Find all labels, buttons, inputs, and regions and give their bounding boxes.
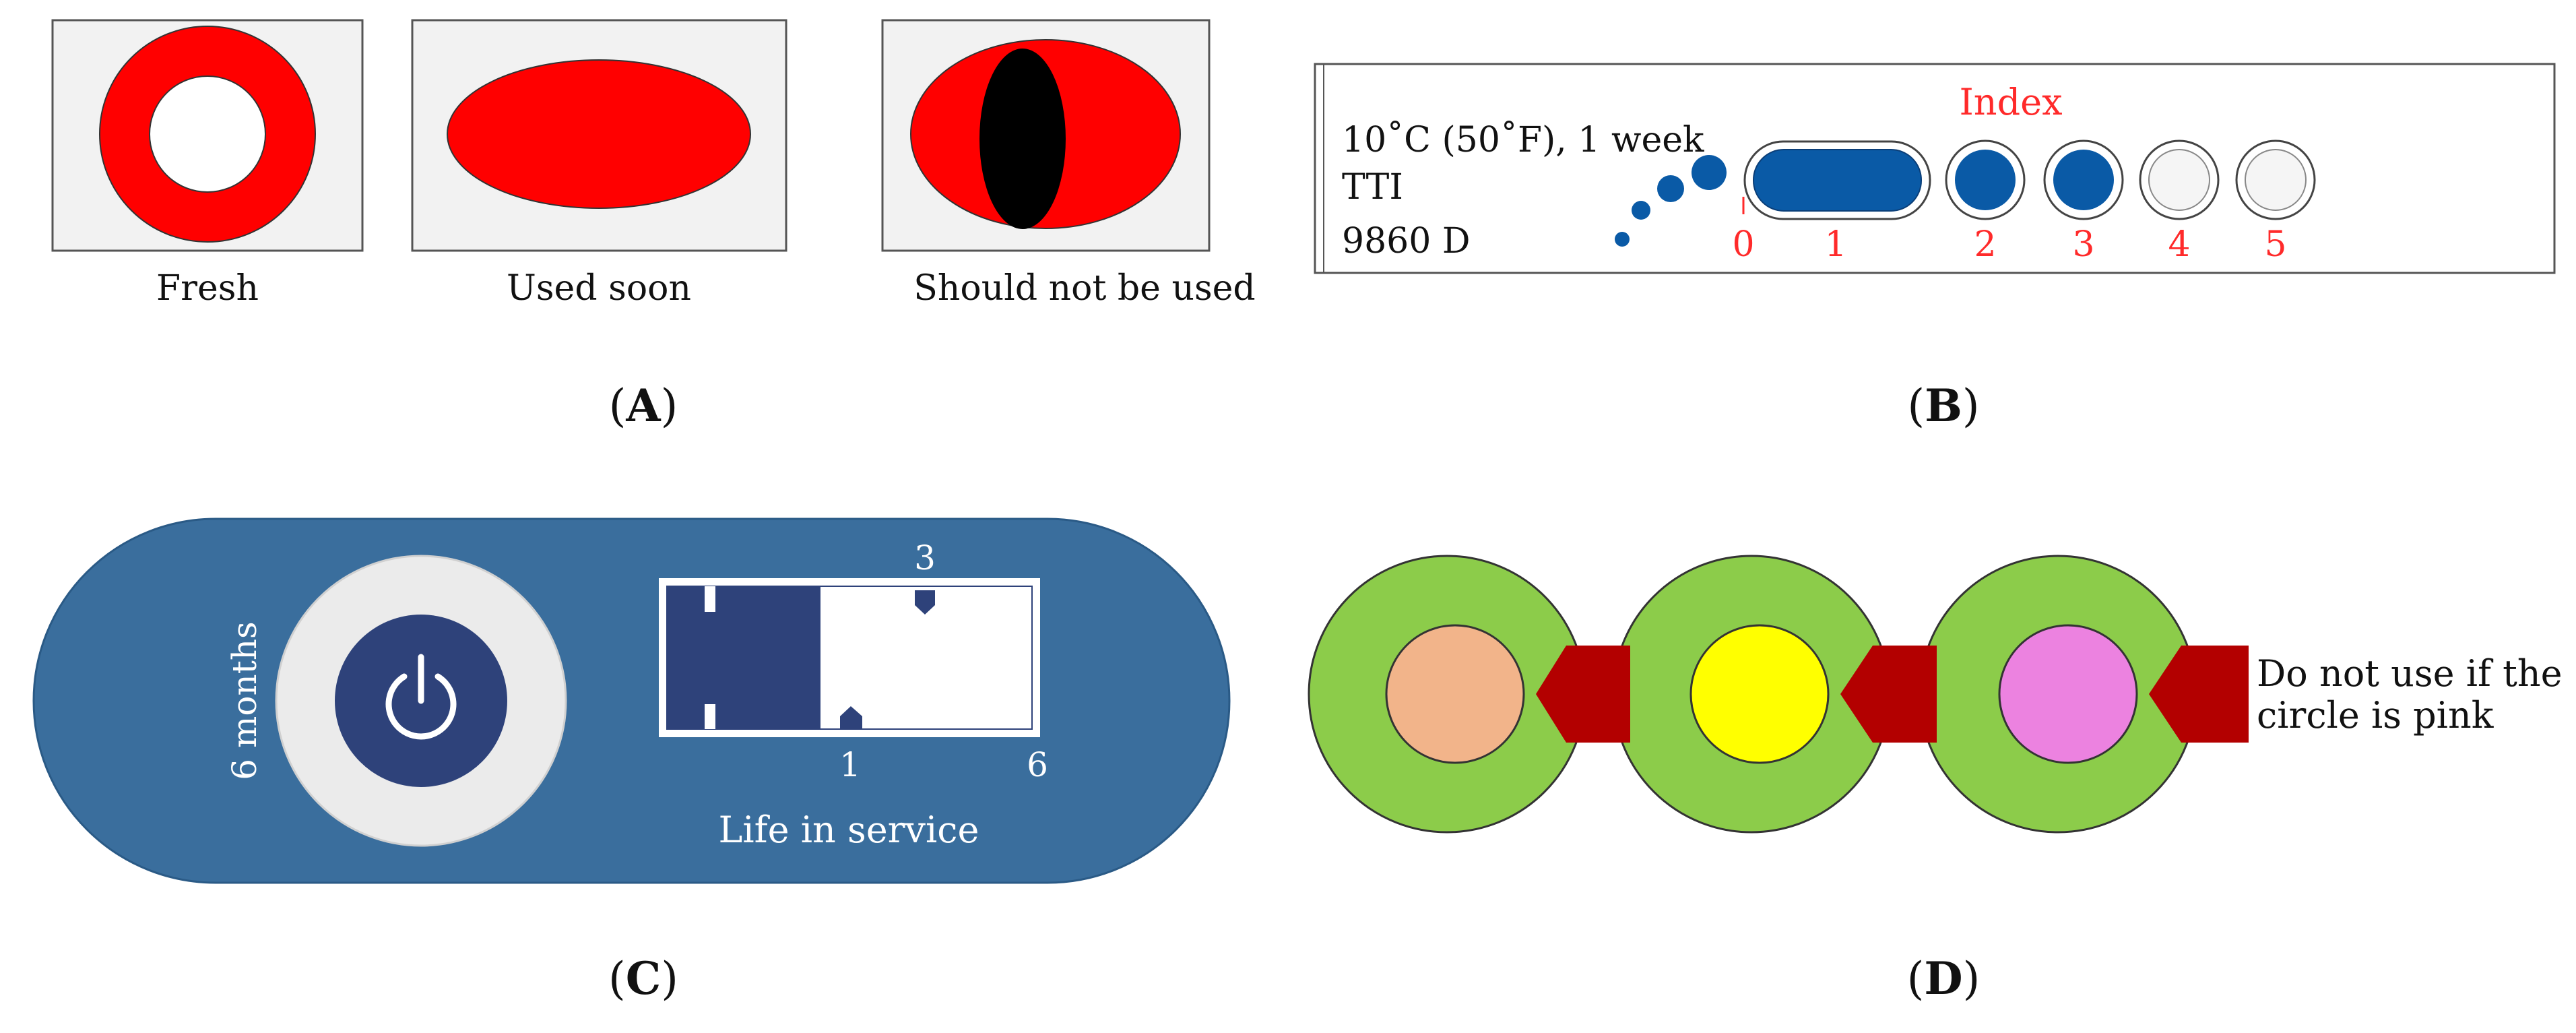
index-tick-5: 5 bbox=[2264, 224, 2286, 265]
index-tick-1: 1 bbox=[1824, 224, 1846, 265]
pink-warning-line-2: circle is pink bbox=[2257, 694, 2494, 737]
tti-label-frame bbox=[1314, 63, 2556, 274]
panel-a-tag: (A) bbox=[609, 379, 678, 432]
bubble-dot-2 bbox=[1632, 201, 1650, 220]
indicator-circle-5-inner bbox=[2245, 149, 2307, 211]
panel-c: 6 months 3 1 6 Life in service (C) bbox=[32, 518, 1231, 1005]
center-disc-pink bbox=[1998, 624, 2138, 764]
caption-not-used: Should not be used bbox=[913, 268, 1255, 309]
tick-label-1: 1 bbox=[839, 745, 861, 784]
panel-a: Fresh Used soon Should not be used (A) bbox=[51, 19, 1256, 432]
bubble-dot-1 bbox=[1615, 232, 1630, 247]
pink-warning-line-1: Do not use if the bbox=[2257, 652, 2563, 695]
panel-b-tag: (B) bbox=[1907, 379, 1979, 432]
index-tick-0: 0 bbox=[1732, 224, 1754, 265]
panel-c-tag: (C) bbox=[608, 952, 678, 1005]
panel-b: 10˚C (50˚F), 1 week TTI 9860 D Index 0 1… bbox=[1314, 63, 2556, 432]
tti-line-type: TTI bbox=[1342, 167, 1403, 208]
tti-line-temperature: 10˚C (50˚F), 1 week bbox=[1342, 120, 1704, 160]
arrow-connector-1 bbox=[1536, 646, 1630, 743]
panel-d-tag: (D) bbox=[1907, 952, 1981, 1005]
fresh-ring-center bbox=[149, 75, 266, 193]
used-soon-ellipse bbox=[447, 59, 751, 209]
index-tick-4: 4 bbox=[2168, 224, 2190, 265]
indicator-circle-2-fill bbox=[1955, 150, 2016, 210]
months-label: 6 months bbox=[225, 621, 264, 780]
marker-1 bbox=[840, 706, 862, 729]
center-disc-yellow bbox=[1689, 624, 1830, 764]
life-window-slot-bottom bbox=[705, 704, 715, 729]
index-tick-3: 3 bbox=[2072, 224, 2094, 265]
caption-used-soon: Used soon bbox=[507, 268, 691, 309]
life-used-fill bbox=[667, 586, 820, 729]
tick-label-3: 3 bbox=[914, 538, 936, 577]
not-used-dark-center bbox=[979, 49, 1066, 229]
life-indicator-body bbox=[32, 518, 1231, 884]
indicator-circle-4-inner bbox=[2148, 149, 2210, 211]
marker-3 bbox=[915, 590, 935, 615]
panel-d: Do not use if the circle is pink (D) bbox=[1308, 555, 2563, 1005]
life-caption: Life in service bbox=[719, 809, 979, 851]
caption-fresh: Fresh bbox=[156, 268, 259, 309]
indicator-capsule-fill bbox=[1753, 149, 1922, 212]
tti-line-code: 9860 D bbox=[1342, 221, 1471, 261]
center-disc-peach bbox=[1385, 624, 1525, 764]
bubble-dot-3 bbox=[1657, 175, 1684, 202]
power-icon bbox=[385, 654, 457, 740]
tick-label-6: 6 bbox=[1027, 745, 1048, 784]
indicator-circle-3-fill bbox=[2053, 150, 2114, 210]
arrow-connector-2 bbox=[1840, 646, 1937, 743]
index-label: Index bbox=[1959, 81, 2062, 123]
life-window-slot-top bbox=[705, 586, 715, 612]
bubble-dot-4 bbox=[1692, 155, 1727, 190]
arrow-connector-3 bbox=[2149, 646, 2249, 743]
index-tick-2: 2 bbox=[1974, 224, 1996, 265]
